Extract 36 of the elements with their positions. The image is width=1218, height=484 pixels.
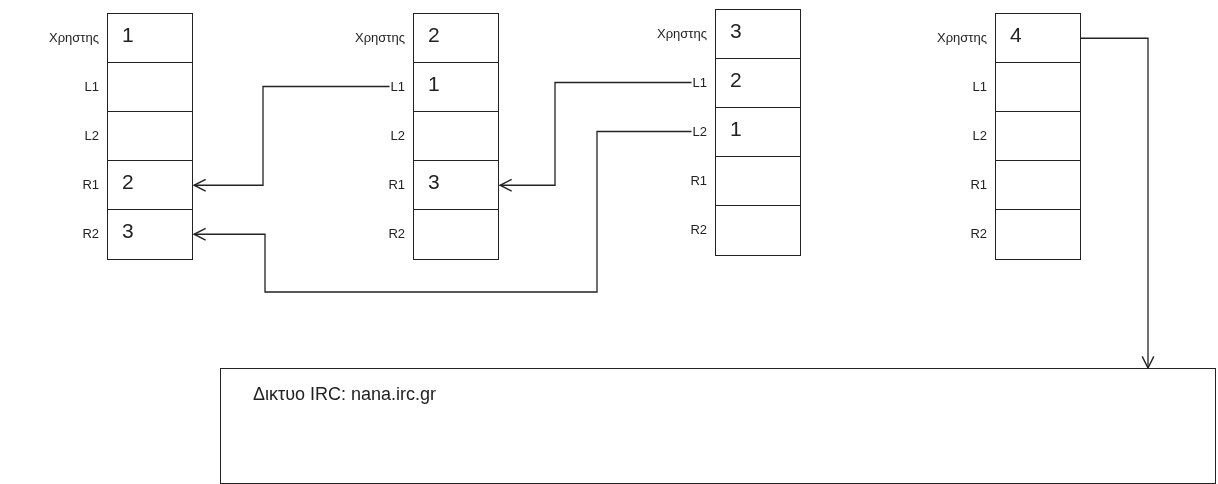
table-cell bbox=[715, 107, 801, 158]
network-text: Δικτυο IRC: nana.irc.gr bbox=[253, 383, 437, 405]
cell-number: 1 bbox=[428, 72, 440, 96]
cell-number: 3 bbox=[428, 170, 440, 194]
table-cell bbox=[995, 13, 1081, 64]
cell-number: 2 bbox=[730, 68, 742, 92]
cell-number: 3 bbox=[122, 219, 134, 243]
table-cell bbox=[413, 160, 499, 211]
table-cell bbox=[107, 13, 193, 64]
empty-cell bbox=[995, 209, 1081, 260]
empty-cell bbox=[413, 209, 499, 260]
empty-cell bbox=[715, 205, 801, 256]
cell-number: 4 bbox=[1010, 23, 1022, 47]
empty-cell bbox=[715, 156, 801, 207]
arrow bbox=[193, 85, 391, 192]
cell-number: 1 bbox=[730, 117, 742, 141]
empty-cell bbox=[413, 111, 499, 162]
cell-number: 2 bbox=[428, 23, 440, 47]
table-cell bbox=[413, 13, 499, 64]
empty-cell bbox=[107, 62, 193, 113]
table-cell bbox=[715, 58, 801, 109]
cell-number: 2 bbox=[122, 170, 134, 194]
network-box bbox=[220, 368, 1216, 484]
table-cell bbox=[715, 9, 801, 60]
empty-cell bbox=[995, 62, 1081, 113]
table-cell bbox=[107, 160, 193, 211]
arrow bbox=[499, 81, 693, 192]
empty-cell bbox=[995, 111, 1081, 162]
table-cell bbox=[413, 62, 499, 113]
table-cell bbox=[107, 209, 193, 260]
empty-cell bbox=[107, 111, 193, 162]
empty-cell bbox=[995, 160, 1081, 211]
cell-number: 3 bbox=[730, 19, 742, 43]
cell-number: 1 bbox=[122, 23, 134, 47]
arrow bbox=[1080, 37, 1155, 369]
arrow bbox=[193, 130, 693, 293]
